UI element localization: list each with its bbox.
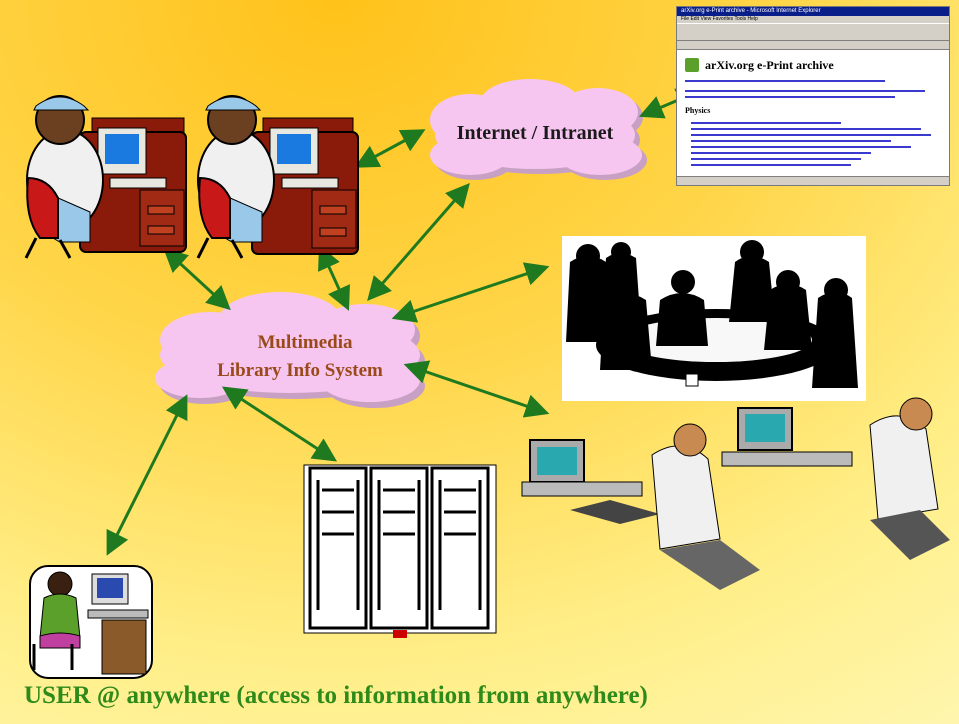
remote-user-clipart: [29, 565, 153, 679]
browser-section-title: Physics: [685, 106, 711, 115]
arrow-library-desk2: [318, 245, 350, 311]
browser-address-bar: [677, 41, 949, 50]
arrow-library-desk1: [163, 247, 231, 311]
library-cloud: [155, 292, 425, 408]
meeting-group: [562, 236, 866, 401]
library-label-line1: Multimedia: [257, 332, 353, 353]
browser-heading: arXiv.org e-Print archive: [705, 58, 834, 72]
server-racks: [303, 464, 497, 638]
browser-menu: File Edit View Favorites Tools Help: [677, 16, 949, 23]
arrow-library-meeting: [391, 262, 550, 323]
arrow-library-workers: [403, 360, 550, 418]
browser-title: arXiv.org e-Print archive - Microsoft In…: [677, 7, 949, 16]
office-workers: [521, 397, 950, 590]
arxiv-logo-icon: [685, 58, 699, 72]
library-label-line2: Library Info System: [217, 360, 383, 381]
browser-window: arXiv.org e-Print archive - Microsoft In…: [676, 6, 950, 186]
connection-arrows: [106, 88, 702, 556]
arrow-desk-internet: [354, 129, 426, 168]
browser-status-bar: [677, 176, 949, 185]
internet-label: Internet / Intranet: [456, 122, 614, 144]
bear-at-desk-2: [196, 95, 359, 259]
arrow-library-remote-user: [106, 394, 188, 556]
slide-caption: USER @ anywhere (access to information f…: [24, 682, 648, 709]
internet-cloud: [430, 79, 647, 180]
arrow-library-internet: [367, 182, 470, 302]
browser-toolbar: [677, 23, 949, 41]
browser-page: arXiv.org e-Print archive Physics: [677, 50, 949, 178]
arrow-library-servers: [221, 386, 338, 462]
bear-at-desk-1: [24, 95, 187, 259]
